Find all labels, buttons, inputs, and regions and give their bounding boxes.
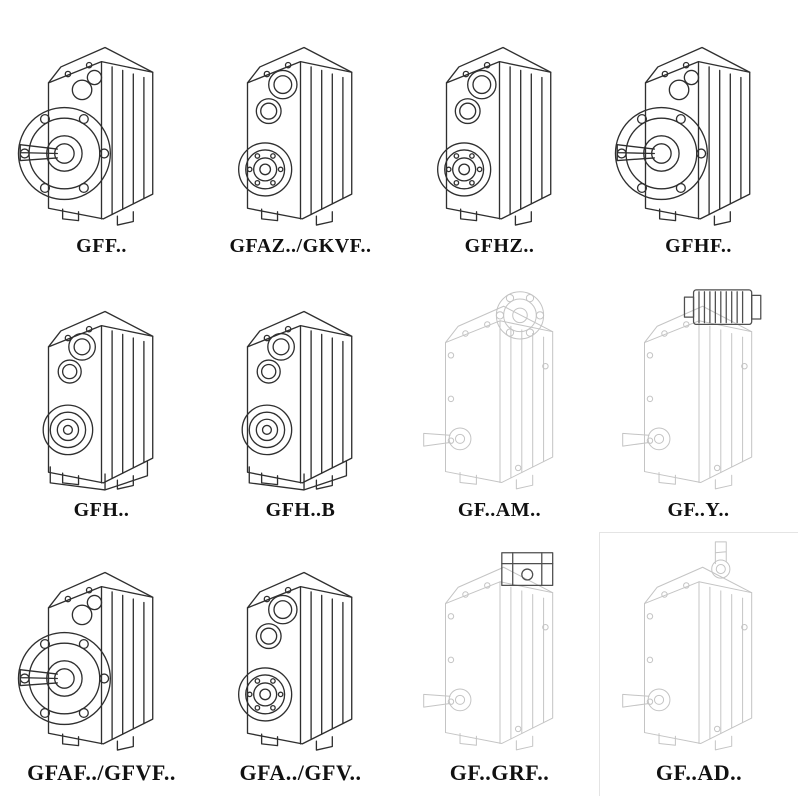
model-label: GFHZ.. <box>464 235 535 257</box>
model-label: GFA../GFV.. <box>239 760 362 785</box>
catalog-cell: GF..AM.. <box>400 268 599 532</box>
catalog-cell: GFH..B <box>201 268 400 532</box>
model-label: GF..AD.. <box>655 760 743 785</box>
gearbox-foot-mounted-drawing <box>208 285 393 497</box>
catalog-cell: GF..Y.. <box>599 268 798 532</box>
gearbox-flange-output-drawing <box>9 21 194 233</box>
gearbox-foot-mounted-drawing <box>9 285 194 497</box>
model-label: GFF.. <box>76 235 127 257</box>
model-label: GFH.. <box>73 499 130 521</box>
catalog-cell: GFF.. <box>2 4 201 268</box>
gearbox-top-flange-ghost-drawing <box>400 279 599 497</box>
gearbox-flange-output-drawing <box>9 546 194 758</box>
catalog-cell: GFHZ.. <box>400 4 599 268</box>
catalog-cell: GFH.. <box>2 268 201 532</box>
model-label: GF..Y.. <box>667 499 730 521</box>
model-label: GF..AM.. <box>457 499 542 521</box>
catalog-cell: GFAF../GFVF.. <box>2 532 201 796</box>
gearbox-top-box-ghost-drawing <box>400 540 599 758</box>
catalog-cell: GFHF.. <box>599 4 798 268</box>
gearbox-with-motor-ghost-drawing <box>599 279 798 497</box>
model-label: GF..GRF.. <box>449 760 550 785</box>
gearbox-hollow-shaft-drawing <box>208 546 393 758</box>
catalog-cell: GF..GRF.. <box>400 532 599 796</box>
gearbox-hollow-shaft-drawing <box>407 21 592 233</box>
model-label: GFH..B <box>265 499 336 521</box>
catalog-cell: GF..AD.. <box>599 532 798 796</box>
gearbox-top-shaft-ghost-drawing <box>599 540 798 758</box>
gearbox-flange-output-drawing <box>606 21 791 233</box>
model-label: GFHF.. <box>665 235 732 257</box>
gearbox-hollow-shaft-drawing <box>208 21 393 233</box>
model-label: GFAF../GFVF.. <box>27 760 176 785</box>
model-label: GFAZ../GKVF.. <box>229 235 372 257</box>
catalog-cell: GFAZ../GKVF.. <box>201 4 400 268</box>
catalog-cell: GFA../GFV.. <box>201 532 400 796</box>
